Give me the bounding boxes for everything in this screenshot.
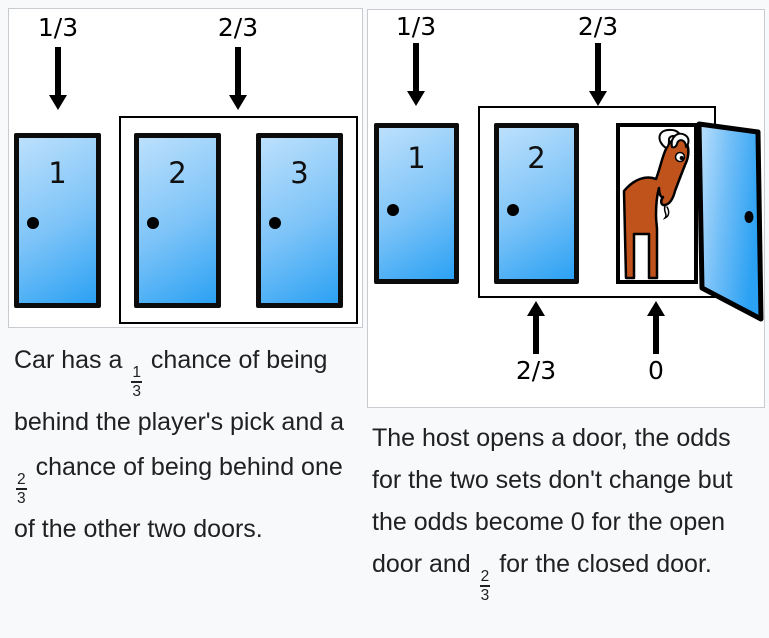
down-arrow-icon	[229, 47, 247, 110]
door-2: 2	[134, 133, 221, 308]
door-knob-icon	[269, 217, 281, 230]
right-caption: The host opens a door, the odds for the …	[372, 424, 733, 604]
door-number: 1	[407, 141, 426, 175]
door-knob-icon	[387, 203, 399, 216]
right-figure-panel[interactable]: 1/3 2/3 1 2	[367, 9, 765, 408]
prob-label-other-set: 2/3	[577, 12, 619, 41]
down-arrow-icon	[589, 43, 607, 106]
goat-icon	[622, 128, 690, 280]
door-number: 2	[527, 141, 546, 175]
prob-label-open-door: 0	[648, 356, 664, 385]
prob-label-closed-door: 2/3	[515, 356, 557, 385]
open-doorway	[616, 123, 698, 284]
up-arrow-icon	[647, 301, 665, 354]
door-number: 3	[290, 156, 309, 190]
prob-label-player-pick: 1/3	[395, 12, 437, 41]
door-2: 2	[494, 123, 579, 284]
door-1: 1	[374, 123, 459, 284]
down-arrow-icon	[49, 47, 67, 110]
left-figure-panel[interactable]: 1/3 2/3 1 2 3	[8, 8, 363, 328]
open-door-panel	[696, 121, 764, 322]
door-3: 3	[256, 133, 343, 308]
door-1: 1	[14, 133, 101, 308]
door-knob-icon	[507, 203, 519, 216]
up-arrow-icon	[527, 301, 545, 354]
door-knob-icon	[744, 211, 754, 223]
door-number: 1	[48, 156, 67, 190]
door-number: 2	[168, 156, 187, 190]
prob-label-player-pick: 1/3	[37, 13, 79, 42]
down-arrow-icon	[407, 43, 425, 106]
door-knob-icon	[147, 217, 159, 230]
door-knob-icon	[27, 217, 39, 230]
prob-label-other-set: 2/3	[217, 13, 259, 42]
